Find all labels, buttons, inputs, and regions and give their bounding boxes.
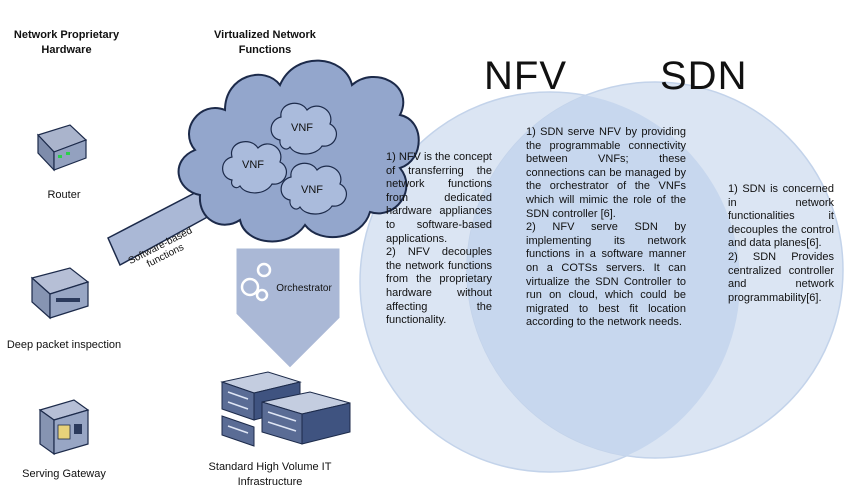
gears-icon (240, 262, 272, 302)
sdn-description: 1) SDN is concerned in network functiona… (728, 183, 834, 305)
router-label: Router (47, 189, 81, 201)
nfv-point-2: 2) NFV decouples the network functions f… (386, 246, 492, 327)
router-icon (36, 124, 88, 172)
server-stack-icon (220, 371, 351, 447)
orchestrator-block (235, 247, 341, 369)
vnf-header: Virtualized Network Functions (214, 29, 316, 56)
overlap-description: 1) SDN serve NFV by providing the progra… (526, 126, 686, 330)
gateway-appliance-icon (38, 399, 90, 456)
vnf-cloud (177, 59, 420, 243)
sdn-point-2: 2) SDN Provides centralized controller a… (728, 250, 834, 304)
nfv-title: NFV (484, 54, 567, 98)
sdn-point-1: 1) SDN is concerned in network functiona… (728, 183, 834, 250)
orchestrator-label: Orchestrator (276, 283, 332, 294)
dpi-label: Deep packet inspection (6, 339, 122, 351)
nfv-point-1: 1) NFV is the concept of transferring th… (386, 151, 492, 245)
overlap-point-2: 2) NFV serve SDN by implementing its net… (526, 221, 686, 329)
overlap-point-1: 1) SDN serve NFV by providing the progra… (526, 126, 686, 220)
nfv-description: 1) NFV is the concept of transferring th… (386, 151, 492, 328)
vnf-label: VNF (291, 122, 313, 134)
vnf-label: VNF (242, 159, 264, 171)
gateway-label: Serving Gateway (22, 468, 106, 480)
infrastructure-label: Standard High Volume IT Infrastructure (208, 461, 332, 488)
vnf-label: VNF (301, 184, 323, 196)
sdn-title: SDN (660, 54, 748, 98)
dpi-appliance-icon (30, 267, 90, 320)
hardware-header: Network Proprietary Hardware (13, 29, 120, 56)
overlap-region (467, 92, 740, 458)
